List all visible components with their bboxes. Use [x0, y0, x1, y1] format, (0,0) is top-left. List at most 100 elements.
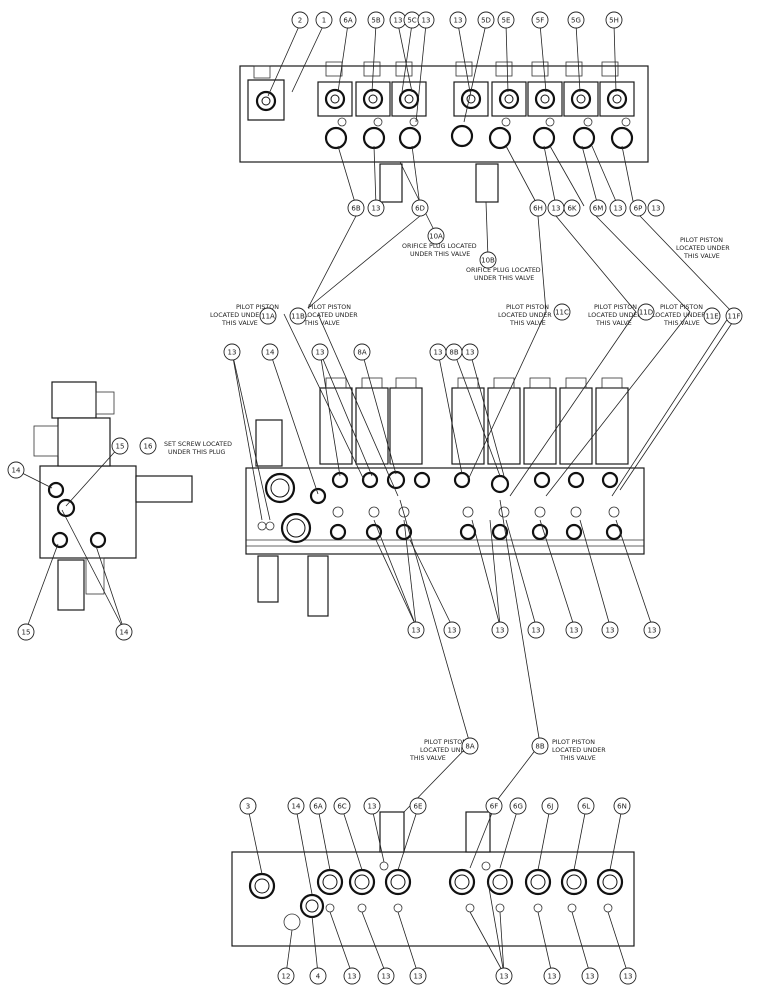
note-pilot-11c-3: THIS VALVE [509, 320, 546, 327]
note-pilot-11d-2: LOCATED UNDER [588, 312, 642, 319]
note-pilot-8a-3: THIS VALVE [409, 755, 446, 762]
callout-bubble [643, 621, 661, 639]
callout-label: 4 [316, 973, 321, 981]
callout-bubble [367, 11, 385, 29]
bottom-manifold-block [231, 851, 635, 947]
callout-label: 13 [454, 17, 463, 25]
callout-c6n_b: 6N [613, 797, 631, 815]
callout-c5b_t: 5B [367, 11, 385, 29]
callout-c14_m: 14 [261, 343, 279, 361]
callout-label: 6F [490, 803, 498, 811]
callout-label: 13 [372, 205, 381, 213]
middle-cartridge-left [257, 555, 279, 603]
callout-bubble [613, 797, 631, 815]
leader-lines [15, 23, 735, 975]
callout-c12_bb: 12 [277, 967, 295, 985]
callout-bubble [7, 461, 25, 479]
callout-c13_b1: 13 [367, 199, 385, 217]
callout-label: 3 [246, 803, 250, 811]
callout-label: 8B [449, 349, 458, 357]
side-solenoid-body [57, 417, 111, 467]
note-orifice-b-2: UNDER THIS VALVE [474, 275, 534, 282]
callout-label: 5E [502, 17, 511, 25]
note-pilot-8b-2: LOCATED UNDER [552, 747, 606, 754]
callout-bubble [289, 307, 307, 325]
callout-bubble [609, 199, 627, 217]
callout-bubble [17, 623, 35, 641]
callout-label: 13 [316, 349, 325, 357]
callout-label: 5B [371, 17, 380, 25]
callout-label: 5C [407, 17, 416, 25]
callout-bubble [259, 307, 277, 325]
callout-c11e: 11E [703, 307, 721, 325]
callout-label: 13 [548, 973, 557, 981]
callout-bubble [407, 621, 425, 639]
callout-c6l_b: 6L [577, 797, 595, 815]
note-pilot-11e-1: PILOT PISTON [660, 304, 703, 311]
callout-c6a_t: 6A [339, 11, 357, 29]
callout-c14_s: 14 [7, 461, 25, 479]
note-pilot-8a-2: LOCATED UNDER [420, 747, 474, 754]
callout-bubble [343, 967, 361, 985]
callout-bubble [311, 343, 329, 361]
callout-label: 13 [614, 205, 623, 213]
callout-bubble [509, 797, 527, 815]
callout-label: 13 [394, 17, 403, 25]
callout-label: 6L [582, 803, 590, 811]
note-pilot-11f-1: PILOT PISTON [680, 237, 723, 244]
callout-c13_l3: 13 [491, 621, 509, 639]
side-view [33, 381, 193, 611]
top-valve-bank [253, 61, 635, 117]
callout-bubble [449, 11, 467, 29]
callout-label: 6H [533, 205, 543, 213]
note-orifice-a-2: UNDER THIS VALVE [410, 251, 470, 258]
callout-label: 8B [535, 743, 544, 751]
callout-bubble [601, 621, 619, 639]
callout-label: 8A [357, 349, 366, 357]
callout-c6f_b: 6F [485, 797, 503, 815]
callout-bubble [315, 11, 333, 29]
callout-c8b_b: 8B [531, 737, 549, 755]
callout-c6b: 6B [347, 199, 365, 217]
callout-c5d_t: 5D [477, 11, 495, 29]
callout-c13_l1: 13 [407, 621, 425, 639]
callout-bubble [581, 967, 599, 985]
callout-label: 13 [532, 627, 541, 635]
callout-label: 6D [415, 205, 425, 213]
callout-label: 11A [261, 313, 275, 321]
callout-label: 16 [144, 443, 153, 451]
callout-c6p: 6P [629, 199, 647, 217]
callout-label: 14 [292, 803, 301, 811]
callout-bubble [115, 623, 133, 641]
note-pilot-11d-1: PILOT PISTON [594, 304, 637, 311]
callout-bubble [541, 797, 559, 815]
side-shaft [135, 475, 193, 503]
callout-label: 6C [337, 803, 346, 811]
callout-label: 11B [291, 313, 305, 321]
note-pilot-8b-3: THIS VALVE [559, 755, 596, 762]
callout-c3_b: 3 [239, 797, 257, 815]
callout-bubble [647, 199, 665, 217]
callout-c13_b4: 13 [647, 199, 665, 217]
top-cartridge-left [379, 163, 403, 203]
callout-label: 13 [434, 349, 443, 357]
callout-bubble [239, 797, 257, 815]
callout-label: 13 [414, 973, 423, 981]
callout-c13_b2: 13 [547, 199, 565, 217]
callout-c13_bb6: 13 [581, 967, 599, 985]
callout-c13_l4: 13 [527, 621, 545, 639]
callout-label: 12 [282, 973, 291, 981]
callout-bubble [461, 343, 479, 361]
top-bracket [247, 79, 285, 121]
callout-c13_bb4: 13 [495, 967, 513, 985]
callout-c6e_b: 6E [409, 797, 427, 815]
callout-label: 13 [348, 973, 357, 981]
callout-bubble [605, 11, 623, 29]
callout-bubble [377, 967, 395, 985]
callout-label: 6P [634, 205, 643, 213]
callout-label: 13 [228, 349, 237, 357]
callout-bubble [497, 11, 515, 29]
callout-bubble [223, 343, 241, 361]
note-set-screw-2: UNDER THIS PLUG [168, 449, 226, 456]
note-pilot-11a-1: PILOT PISTON [236, 304, 279, 311]
